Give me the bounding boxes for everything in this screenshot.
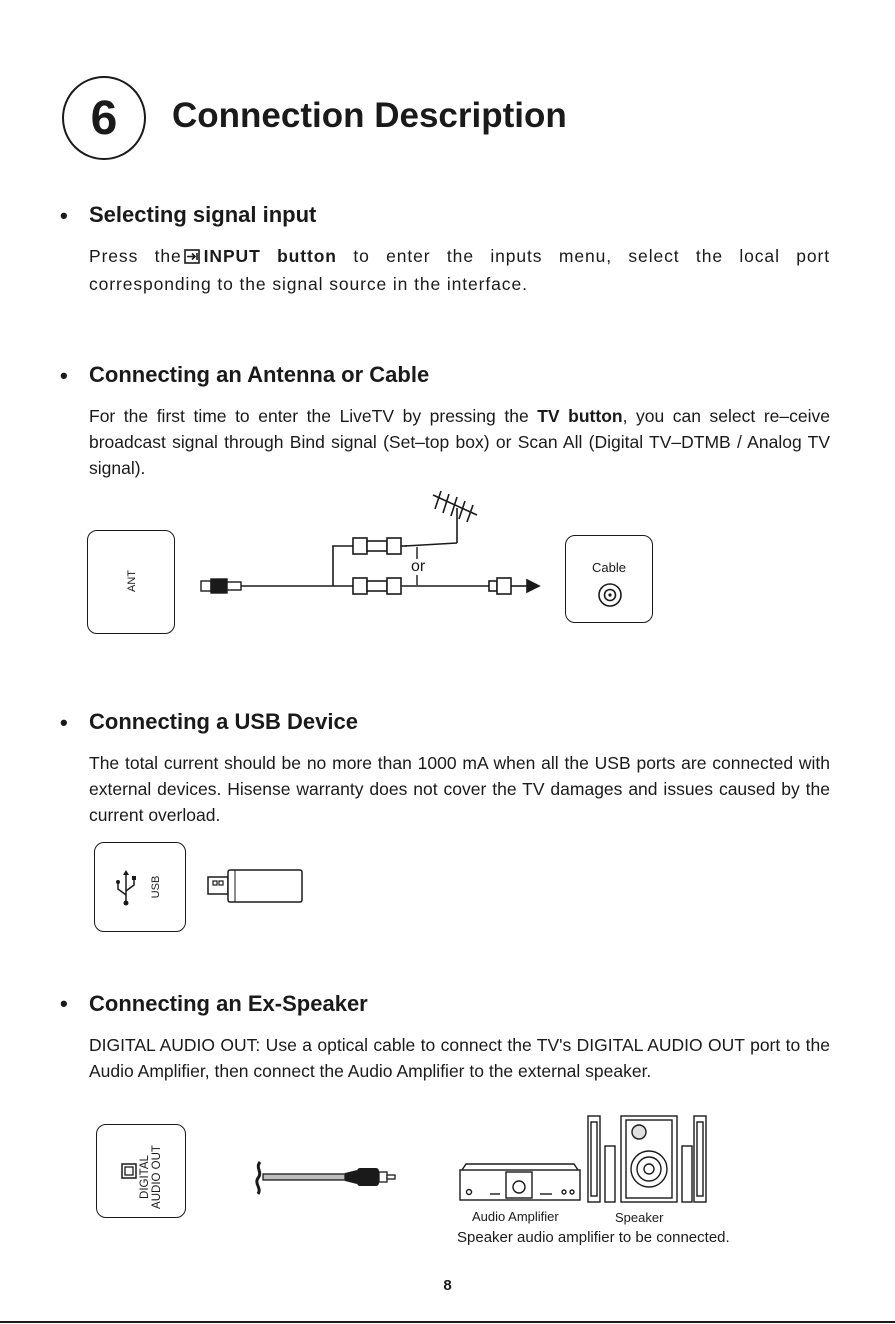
amplifier-icon (459, 1163, 581, 1201)
usb-port-label: USB (150, 875, 162, 899)
section-title-antenna: Connecting an Antenna or Cable (89, 362, 430, 387)
antenna-icon (404, 490, 478, 547)
section-text-antenna: For the first time to enter the LiveTV b… (89, 403, 830, 481)
tv-button-label: TV button (537, 406, 623, 426)
usb-icon (116, 870, 136, 906)
cable-label: Cable (592, 560, 626, 575)
coax-socket-icon (598, 583, 622, 607)
chapter-number: 6 (62, 76, 146, 160)
bullet: • (60, 991, 68, 1016)
digital-audio-port-label: DIGITAL AUDIO OUT (139, 1137, 163, 1217)
speaker-footnote: Speaker audio amplifier to be connected. (457, 1229, 730, 1246)
amplifier-speaker-icon (459, 1115, 707, 1203)
section-title-signal-input: Selecting signal input (89, 202, 317, 227)
bullet: • (60, 710, 68, 735)
section-text-signal-input: Press the INPUT button to enter the input… (89, 243, 830, 297)
digital-audio-port-panel: DIGITAL AUDIO OUT (96, 1124, 186, 1218)
ant-port-panel: ANT (87, 530, 175, 634)
section-text-usb: The total current should be no more than… (89, 753, 830, 825)
text: to enter the inputs menu, select the loc… (89, 246, 831, 294)
text: , you can select re–ceive broadcast sign… (89, 406, 830, 478)
usb-port-panel: USB (94, 842, 186, 932)
audio-amplifier-label: Audio Amplifier (472, 1209, 559, 1224)
optical-port-icon (121, 1163, 137, 1179)
cable-port-panel: Cable (565, 535, 653, 623)
usb-stick-icon (207, 869, 303, 903)
section-text-speaker: DIGITAL AUDIO OUT: Use a optical cable t… (89, 1035, 830, 1081)
text: For the first time to enter the LiveTV b… (89, 406, 529, 426)
ant-port-label: ANT (126, 570, 138, 592)
chapter-title: Connection Description (172, 96, 567, 135)
bullet: • (60, 203, 68, 228)
input-icon (183, 245, 200, 271)
optical-cable-icon (255, 1161, 396, 1195)
antenna-cable-diagram (200, 490, 541, 595)
audio-out-label: AUDIO OUT (151, 1145, 163, 1209)
speaker-label: Speaker (615, 1210, 664, 1225)
section-title-usb: Connecting a USB Device (89, 709, 358, 734)
page-number: 8 (443, 1277, 452, 1294)
or-label: or (411, 558, 426, 575)
bullet: • (60, 363, 68, 388)
text: Press the (89, 246, 182, 266)
input-button-label: INPUT button (203, 246, 337, 266)
digital-label: DIGITAL (139, 1155, 151, 1199)
bottom-divider (0, 1321, 895, 1323)
section-title-speaker: Connecting an Ex-Speaker (89, 991, 368, 1016)
speaker-icon (587, 1115, 707, 1203)
